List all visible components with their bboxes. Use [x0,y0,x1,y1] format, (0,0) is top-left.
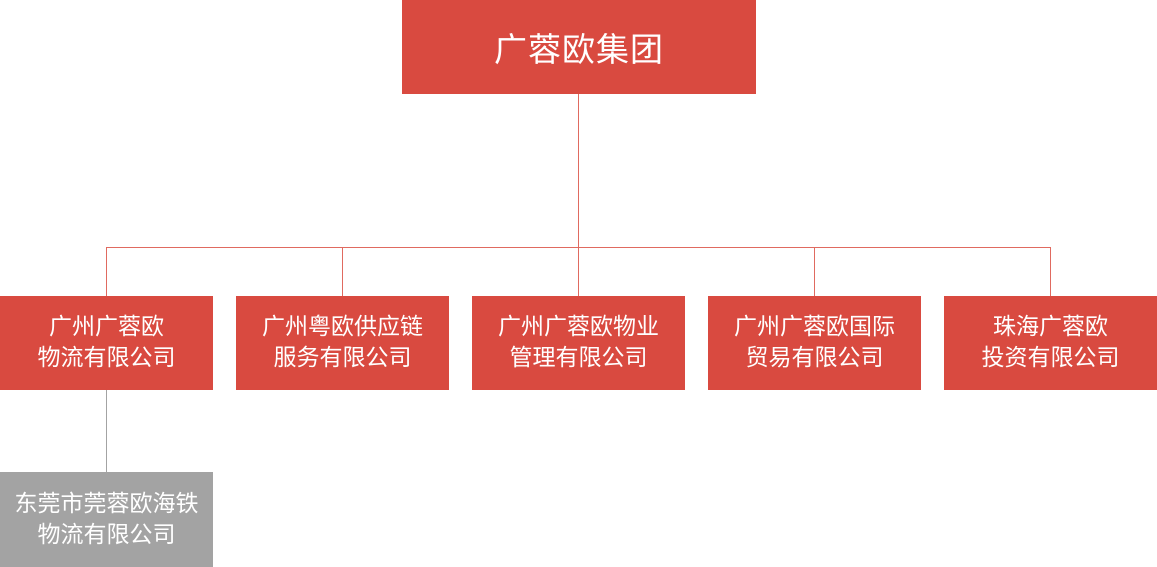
subsidiary-node: 广州广蓉欧物业 管理有限公司 [472,296,685,390]
third-level-node-line1: 东莞市莞蓉欧海铁 [14,490,199,517]
subsidiary-node-line2: 服务有限公司 [273,345,412,371]
subsidiary-node: 广州粤欧供应链 服务有限公司 [236,296,449,390]
root-node-label: 广蓉欧集团 [494,30,664,69]
third-level-node: 东莞市莞蓉欧海铁 物流有限公司 [0,472,213,567]
subsidiary-node-line1: 珠海广蓉欧 [993,314,1108,340]
subsidiary-node: 广州广蓉欧 物流有限公司 [0,296,213,390]
subsidiary-node-line1: 广州广蓉欧物业 [498,314,659,340]
subsidiary-node-line1: 广州粤欧供应链 [262,314,423,340]
subsidiary-node-line2: 管理有限公司 [509,345,648,371]
third-level-node-line2: 物流有限公司 [37,521,176,548]
subsidiary-node-line2: 贸易有限公司 [745,345,884,371]
subsidiary-node-line2: 物流有限公司 [37,345,176,371]
subsidiary-node-line2: 投资有限公司 [981,345,1120,371]
subsidiary-node-line1: 广州广蓉欧 [49,314,164,340]
subsidiary-node: 广州广蓉欧国际 贸易有限公司 [708,296,921,390]
root-node: 广蓉欧集团 [402,0,756,94]
subsidiary-node-line1: 广州广蓉欧国际 [734,314,895,340]
subsidiary-node: 珠海广蓉欧 投资有限公司 [944,296,1157,390]
